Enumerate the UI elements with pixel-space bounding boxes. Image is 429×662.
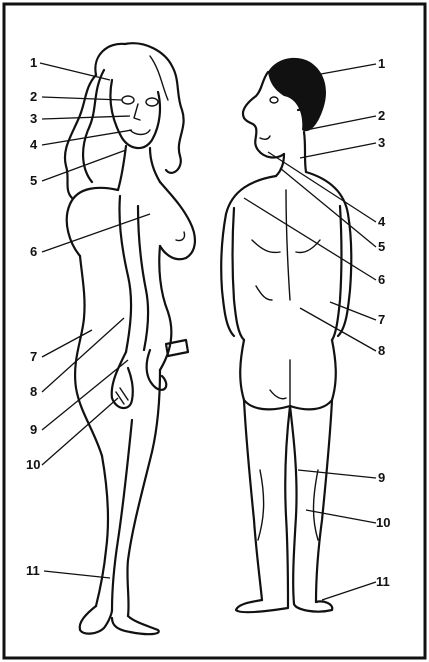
male-figure [221, 58, 351, 612]
male-label-4: 4 [378, 214, 386, 229]
male-label-2: 2 [378, 108, 385, 123]
male-label-9: 9 [378, 470, 385, 485]
female-leaders [40, 63, 150, 578]
female-label-11: 11 [26, 563, 40, 578]
male-label-3: 3 [378, 135, 385, 150]
female-label-8: 8 [30, 384, 37, 399]
female-label-9: 9 [30, 422, 37, 437]
male-label-1: 1 [378, 56, 385, 71]
female-label-1: 1 [30, 55, 37, 70]
female-label-3: 3 [30, 111, 37, 126]
female-label-5: 5 [30, 173, 37, 188]
male-label-8: 8 [378, 343, 385, 358]
male-leaders [244, 64, 376, 600]
female-label-10: 10 [26, 457, 40, 472]
male-hair [268, 58, 326, 131]
diagram-border [4, 4, 425, 658]
male-label-5: 5 [378, 239, 385, 254]
male-label-11: 11 [376, 574, 390, 589]
female-label-4: 4 [30, 137, 38, 152]
female-label-6: 6 [30, 244, 37, 259]
female-figure [65, 43, 195, 634]
male-labels: 1 2 3 4 5 6 7 8 9 10 11 [376, 56, 390, 589]
female-label-2: 2 [30, 89, 37, 104]
male-label-7: 7 [378, 312, 385, 327]
female-label-7: 7 [30, 349, 37, 364]
female-labels: 1 2 3 4 5 6 7 8 9 10 11 [26, 55, 40, 578]
male-label-6: 6 [378, 272, 385, 287]
male-label-10: 10 [376, 515, 390, 530]
